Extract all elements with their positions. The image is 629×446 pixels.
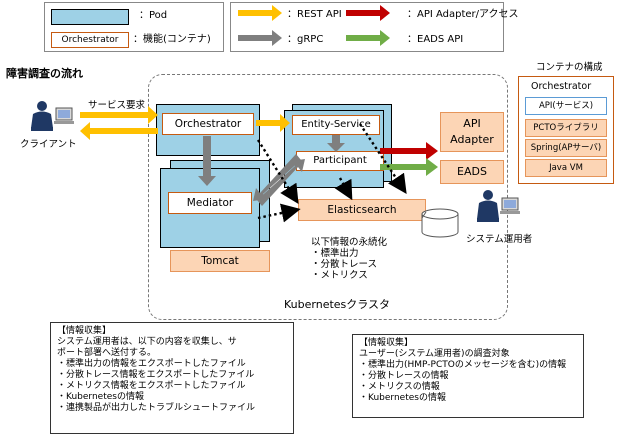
elasticsearch-label: Elasticsearch: [327, 204, 397, 216]
note-left-line: ・標準出力の情報をエクスポートしたファイル: [57, 359, 246, 369]
note-left-title: 【情報収集】: [57, 326, 112, 336]
admin-computer-icon: [500, 197, 520, 214]
participant-to-api-adapter-arrow: [380, 142, 438, 160]
orchestrator-function: Orchestrator: [162, 113, 254, 135]
container-row-spring: Spring(APサーバ): [525, 139, 607, 157]
orchestrator-to-mediator-arrow: [198, 136, 216, 186]
legend-pod-swatch: [51, 9, 129, 25]
entity-service-function: Entity-Service: [292, 115, 380, 135]
container-row-pcto-label: PCTOライブラリ: [533, 123, 599, 133]
client-computer-icon: [54, 107, 74, 124]
admin-person-icon: [477, 190, 499, 222]
legend-left: ：Pod Orchestrator ：機能(コンテナ): [44, 2, 224, 52]
kubernetes-cluster: [148, 74, 508, 320]
persist-item-trace: ・分散トレース: [311, 259, 378, 270]
entity-to-participant-arrow: [327, 135, 345, 152]
orchestrator-to-entity-arrow: [256, 114, 290, 132]
legend-grpc-label: ：gRPC: [287, 34, 324, 45]
persist-info: 以下情報の永続化 ・標準出力 ・分散トレース ・メトリクス: [311, 237, 387, 281]
log-flow-dotted-lines: [256, 123, 407, 223]
note-left: 【情報収集】 システム運用者は、以下の内容を収集し、サ ポート部署へ送付する。 …: [50, 322, 294, 434]
container-config-title: コンテナの構成: [536, 62, 603, 73]
note-right-line: ・メトリクスの情報: [359, 382, 440, 392]
service-response-arrow: [80, 122, 158, 140]
cluster-label: Kubernetesクラスタ: [284, 298, 391, 311]
note-left-line: ・メトリクス情報をエクスポートしたファイル: [57, 381, 246, 391]
legend-orchestrator-sample: Orchestrator: [61, 35, 119, 45]
elasticsearch-box: Elasticsearch: [298, 199, 426, 221]
mediator-label: Mediator: [186, 197, 234, 209]
note-left-line: ・分散トレース情報をエクスポートしたファイル: [57, 370, 255, 380]
note-right-line: ・Kubernetesの情報: [359, 393, 446, 403]
container-row-spring-label: Spring(APサーバ): [530, 143, 602, 153]
note-left-line: ・連携製品が出力したトラブルシュートファイル: [57, 403, 256, 413]
legend-function-swatch: Orchestrator: [51, 32, 129, 48]
container-row-api-label: API(サービス): [538, 101, 594, 111]
api-adapter-label-line1: API: [463, 117, 481, 130]
participant-function: Participant: [296, 151, 384, 171]
storage-cylinder-icon: [421, 208, 459, 238]
client-person-icon: [31, 101, 53, 131]
api-adapter-box: API Adapter: [440, 112, 504, 152]
container-row-javavm-label: Java VM: [549, 163, 583, 173]
container-config-header: Orchestrator: [531, 81, 592, 92]
container-row-javavm: Java VM: [525, 159, 607, 177]
service-request-arrow: [80, 106, 158, 124]
mediator-function: Mediator: [168, 192, 252, 214]
participant-to-eads-arrow: [380, 158, 438, 176]
note-right-line: ・分散トレースの情報: [359, 371, 449, 381]
legend-eads-api-label: ：EADS API: [407, 34, 464, 45]
diagram-title: 障害調査の流れ: [6, 67, 83, 80]
legend-pod-label: ：Pod: [139, 10, 168, 21]
note-right-title: 【情報収集】: [359, 338, 414, 348]
orchestrator-label: Orchestrator: [174, 118, 242, 130]
persist-item-stdout: ・標準出力: [311, 248, 359, 259]
legend-eads-api-arrow: [346, 30, 390, 46]
note-right-line: ユーザー(システム運用者)の調査対象: [359, 349, 510, 359]
note-right: 【情報収集】 ユーザー(システム運用者)の調査対象 ・標準出力(HMP-PCTO…: [352, 334, 584, 418]
participant-label: Participant: [313, 155, 367, 166]
legend-rest-api-label: ：REST API: [287, 9, 342, 20]
legend-api-adapter-arrow: [346, 5, 390, 21]
persist-item-metrics: ・メトリクス: [311, 270, 368, 281]
note-left-line: ポート部署へ送付する。: [57, 348, 157, 358]
tomcat-label: Tomcat: [201, 255, 239, 267]
elasticsearch-to-storage-line: [421, 211, 427, 219]
tomcat-box: Tomcat: [170, 250, 270, 272]
admin-label: システム運用者: [466, 234, 533, 245]
participant-to-mediator-arrow: [253, 154, 301, 201]
note-left-line: ・Kubernetesの情報: [57, 392, 144, 402]
service-request-label: サービス要求: [88, 100, 146, 111]
client-label: クライアント: [20, 139, 77, 150]
legend-rest-api-arrow: [238, 5, 282, 21]
persist-title: 以下情報の永続化: [311, 237, 388, 248]
eads-label: EADS: [457, 165, 487, 178]
container-config-box: Orchestrator API(サービス) PCTOライブラリ Spring(…: [518, 76, 614, 184]
note-left-line: システム運用者は、以下の内容を収集し、サ: [57, 337, 237, 347]
entity-service-label: Entity-Service: [301, 119, 371, 130]
container-row-api: API(サービス): [525, 97, 607, 115]
container-row-pcto: PCTOライブラリ: [525, 119, 607, 137]
legend-function-label: ：機能(コンテナ): [133, 34, 211, 45]
legend-api-adapter-label: ：API Adapter/アクセス: [407, 9, 519, 20]
legend-grpc-arrow: [238, 30, 282, 46]
api-adapter-label-line2: Adapter: [450, 133, 494, 146]
eads-box: EADS: [440, 160, 504, 184]
mediator-to-participant-arrow: [257, 159, 305, 206]
note-right-line: ・標準出力(HMP-PCTOのメッセージを含む)の情報: [359, 360, 567, 370]
